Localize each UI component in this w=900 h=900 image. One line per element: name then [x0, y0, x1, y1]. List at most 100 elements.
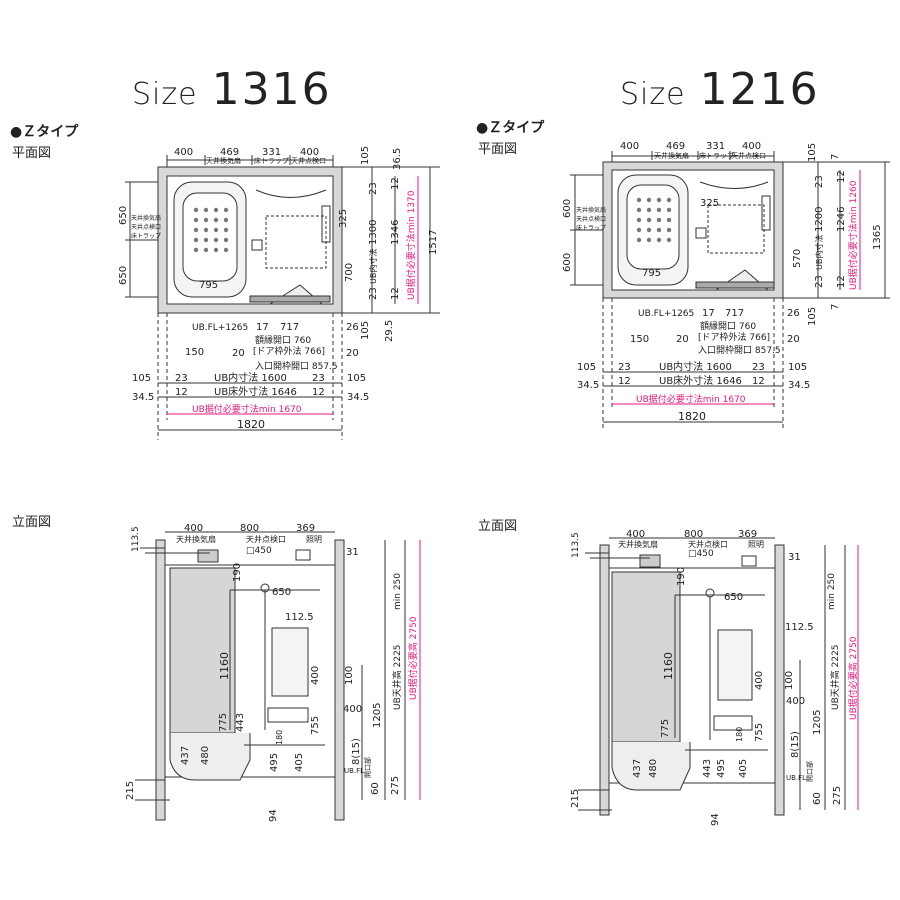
plan-top-dim: 400 [174, 147, 193, 158]
plan-left-sub: 天井換気扇 [131, 214, 161, 222]
plan-20a: 20 [676, 334, 689, 345]
size-number: 1216 [699, 64, 820, 115]
elev-94: 94 [710, 813, 721, 826]
plan-right-dim: 36.5 [392, 148, 403, 170]
elev-495: 495 [716, 759, 727, 778]
plan-7b: 7 [830, 304, 841, 310]
plan-right-dim: 23 [814, 175, 825, 188]
plan-ubfl: UB.FL+1265 [192, 323, 248, 333]
size-word: Size [132, 77, 198, 112]
elev-400a: 400 [754, 671, 765, 690]
plan-row1: 23 [618, 362, 631, 373]
plan-row2: 34.5 [347, 392, 369, 403]
plan-right-dim: 1246 [836, 207, 847, 232]
plan-row1: 23 [752, 362, 765, 373]
plan-row1: 105 [347, 373, 366, 384]
elev-min250: min 250 [827, 573, 837, 610]
plan-row2: UB床外寸法 1646 [659, 374, 742, 387]
elev-400b: 400 [343, 704, 362, 715]
elev-650: 650 [724, 592, 743, 603]
plan-label: 平面図 [12, 146, 52, 161]
elev-180: 180 [735, 727, 744, 742]
elev-215: 215 [125, 781, 136, 800]
elev-480: 480 [200, 746, 211, 765]
elev-443: 443 [235, 713, 246, 732]
plan-door2: [ドア枠外法 766] [698, 331, 770, 343]
plan-right-vertical-label: UB内寸法 [368, 249, 378, 284]
plan-drawing-1316: 400 469 331 400 天井換気扇 床トラップ 天井点検口 105 36… [118, 146, 440, 440]
plan-150: 150 [185, 347, 204, 358]
elev-100: 100 [784, 671, 795, 690]
plan-top-dim: 331 [706, 141, 725, 152]
plan-right-dim: 23 [368, 287, 379, 300]
elev-top-dim: 369 [738, 529, 757, 540]
plan-right-dim: 1300 [368, 220, 379, 245]
size-number: 1316 [211, 64, 332, 115]
elev-31: 31 [788, 552, 801, 563]
plan-total-right: 1517 [428, 230, 439, 255]
plan-right-dim: 12 [390, 177, 401, 190]
type-label: ●Ｚタイプ [476, 120, 545, 136]
elev-label: □450 [688, 549, 714, 559]
plan-pink-right: UB据付必要寸法min 1370 [405, 190, 417, 300]
elev-113: 113.5 [571, 532, 581, 558]
elev-437: 437 [632, 759, 643, 778]
plan-total-bottom: 1820 [678, 410, 706, 423]
plan-left-dim: 650 [118, 266, 129, 285]
elev-60: 60 [370, 782, 381, 795]
elevation-label: 立面図 [478, 519, 518, 534]
plan-top-dim: 469 [666, 141, 685, 152]
plan-pink-right: UB据付必要寸法min 1260 [847, 180, 859, 290]
plan-20b: 20 [787, 334, 800, 345]
plan-105b: 105 [360, 321, 371, 340]
plan-top-dim: 331 [262, 147, 281, 158]
elev-label: 天井換気扇 [176, 534, 216, 544]
elev-480: 480 [648, 759, 659, 778]
plan-26: 26 [346, 322, 359, 333]
plan-20a: 20 [232, 348, 245, 359]
plan-door1: 額縁開口 760 [700, 320, 756, 332]
plan-right-dim: 105 [807, 143, 818, 162]
elev-2225: UB天井高 2225 [391, 644, 403, 710]
plan-left-sub: 天井点検口 [576, 215, 606, 223]
plan-700: 700 [344, 263, 355, 282]
elev-1160: 1160 [662, 652, 675, 680]
plan-top-sub: 天井換気扇 [206, 156, 241, 165]
plan-entry: 入口開枠開口 857.5 [255, 360, 338, 372]
elev-8: 8(15) [351, 738, 362, 765]
plan-right-dim: 23 [814, 275, 825, 288]
type-label: ●Ｚタイプ [10, 124, 79, 140]
elev-label: 天井換気扇 [618, 539, 658, 549]
plan-right-dim: 12 [390, 287, 401, 300]
elev-label: 天井点検口 [688, 539, 728, 549]
elev-label: 照明 [306, 535, 322, 544]
plan-row2: 12 [752, 376, 765, 387]
elevation-label: 立面図 [12, 515, 52, 530]
plan-325: 325 [338, 209, 349, 228]
plan-total-bottom: 1820 [237, 418, 265, 431]
plan-label: 平面図 [478, 142, 518, 157]
plan-ubfl: UB.FL+1265 [638, 309, 694, 319]
plan-right-dim: 7 [830, 154, 841, 160]
plan-top-dim: 469 [220, 147, 239, 158]
plan-right-dim: 12 [836, 275, 847, 288]
elev-label: 照明 [748, 540, 764, 549]
elev-775: 775 [218, 713, 229, 732]
elev-215: 215 [570, 789, 581, 808]
plan-tub-width: 795 [642, 268, 661, 279]
plan-717: 717 [725, 308, 744, 319]
plan-right-dim: 12 [836, 170, 847, 183]
elev-650: 650 [272, 587, 291, 598]
elev-31: 31 [346, 547, 359, 558]
elev-top-dim: 800 [684, 529, 703, 540]
elev-entry: 開口部 [363, 757, 372, 778]
elev-8: 8(15) [790, 731, 801, 758]
plan-26: 26 [787, 308, 800, 319]
elev-275: 275 [390, 776, 401, 795]
plan-left-dim: 600 [562, 253, 573, 272]
plan-right-dim: 1200 [814, 207, 825, 232]
plan-left-dim: 600 [562, 199, 573, 218]
plan-left-sub: 床トラップ [576, 224, 606, 232]
elev-1205: 1205 [812, 710, 823, 735]
